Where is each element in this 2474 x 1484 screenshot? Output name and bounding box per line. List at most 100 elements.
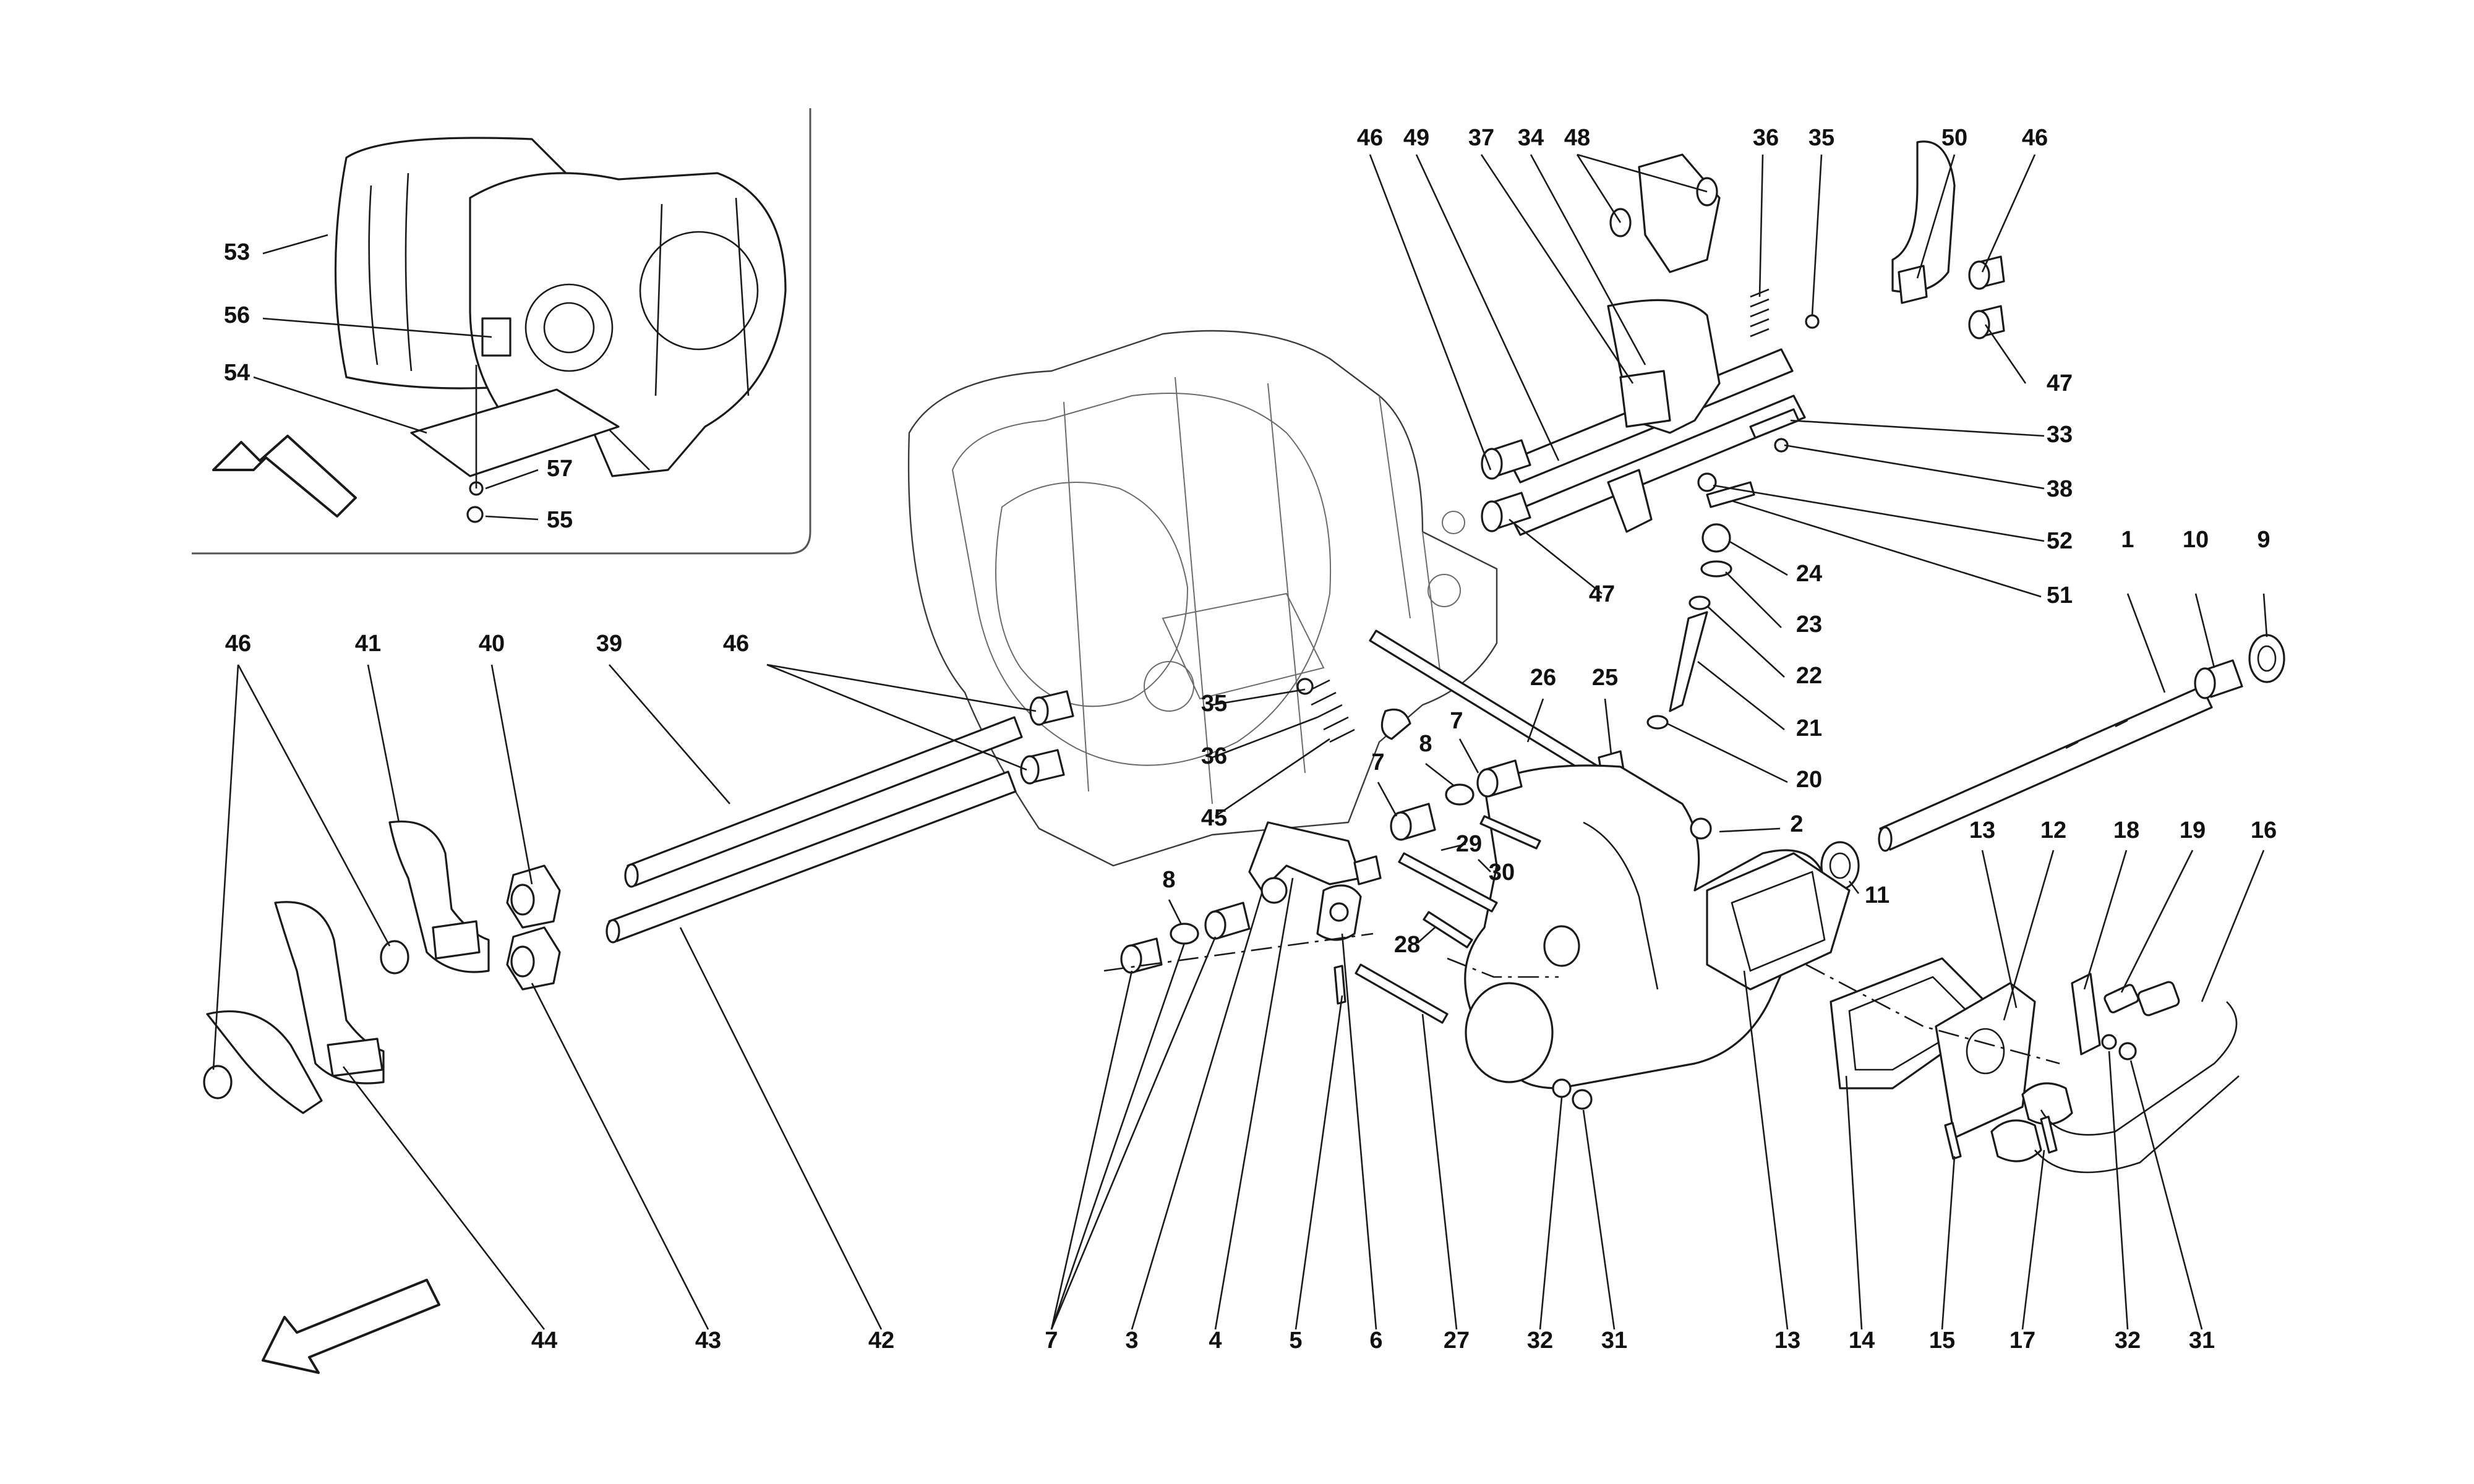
callout-35-top: 35 — [1808, 125, 1834, 151]
fork-44-lower-arm — [206, 1010, 323, 1114]
leader-45 — [1215, 738, 1330, 817]
leader-33 — [1790, 419, 2045, 437]
callout-31-center: 31 — [1601, 1328, 1627, 1354]
connector-19 — [2104, 984, 2139, 1013]
callout-55: 55 — [547, 507, 573, 533]
center-mechanism — [1050, 629, 1860, 1330]
bushing-7-lever — [1353, 855, 1382, 885]
leader-53 — [262, 234, 328, 255]
leader-7c-3 — [1050, 936, 1217, 1330]
leader-40 — [490, 664, 533, 885]
callout-51: 51 — [2047, 582, 2073, 608]
nut-24 — [1701, 523, 1731, 553]
callout-47-left: 47 — [1589, 581, 1615, 607]
leader-41 — [367, 664, 400, 823]
screw-15 — [1944, 1122, 1962, 1160]
leader-31a — [1582, 1109, 1616, 1330]
callout-52: 52 — [2047, 528, 2073, 554]
shaft-51-rod — [1508, 394, 1806, 536]
detent-stack — [1646, 523, 1788, 783]
bushing-46-fork44 — [203, 1065, 233, 1099]
callout-56: 56 — [224, 302, 250, 328]
housing-boss — [1442, 511, 1465, 534]
leader-29 — [1440, 843, 1466, 851]
leader-10 — [2194, 593, 2215, 668]
inset-direction-arrow — [212, 435, 357, 518]
cover-sensor-assembly — [1706, 850, 2265, 1330]
cover-13-inner — [1731, 871, 1826, 972]
callout-1: 1 — [2121, 527, 2134, 553]
callout-16: 16 — [2251, 817, 2277, 843]
leader-46b-2 — [766, 663, 1027, 771]
leader-46d — [1981, 154, 2036, 273]
callout-36-top: 36 — [1753, 125, 1779, 151]
inset-output-flange-hub — [543, 302, 595, 354]
spring-36-center — [1304, 679, 1355, 743]
callout-13-bottom: 13 — [1774, 1328, 1800, 1354]
leader-54 — [253, 376, 427, 434]
seal-9-inner — [2257, 645, 2277, 672]
leader-56 — [262, 317, 492, 338]
leader-7c-2 — [1050, 942, 1186, 1330]
washer-32-right — [2101, 1034, 2117, 1050]
shaft-1-grooves — [2065, 719, 2128, 749]
callout-20: 20 — [1796, 767, 1822, 793]
callout-36-center: 36 — [1201, 743, 1227, 769]
leader-14 — [1845, 1075, 1863, 1330]
ball-35-center — [1296, 678, 1314, 695]
housing-side-ribs — [1379, 395, 1442, 681]
inset-side-cover — [639, 231, 759, 351]
callout-labels: 53 56 54 57 55 46 49 37 34 48 36 35 50 4… — [224, 125, 2277, 1354]
plate-12-hole — [1966, 1028, 2005, 1075]
sensor-17-upper — [2021, 1082, 2073, 1125]
callout-44: 44 — [531, 1328, 557, 1354]
leader-43 — [531, 983, 709, 1330]
leader-18 — [2083, 850, 2128, 990]
bushing-46-lower-face — [1020, 755, 1040, 785]
callout-18: 18 — [2113, 817, 2139, 843]
leader-30 — [1478, 859, 1491, 872]
housing-inner-rim — [951, 393, 1332, 766]
housing-2-boss — [1465, 982, 1554, 1083]
inset-case-details — [606, 197, 750, 471]
callout-57: 57 — [547, 456, 573, 482]
bushing-7-mid-face — [1390, 811, 1412, 841]
housing-2-bolt — [1690, 817, 1712, 840]
callout-17: 17 — [2010, 1328, 2035, 1354]
callout-9: 9 — [2257, 527, 2270, 553]
bushing-47-right-face — [1968, 310, 1990, 339]
nut-31-right — [2118, 1042, 2137, 1060]
leader-13b — [1743, 970, 1789, 1330]
leader-32b — [2108, 1051, 2129, 1330]
plunger-21 — [1669, 611, 1708, 712]
callout-46-left-2: 46 — [723, 631, 749, 657]
leader-36b — [1212, 716, 1318, 759]
leader-36a — [1758, 154, 1764, 297]
bolt-5 — [1333, 965, 1346, 1005]
callout-37: 37 — [1468, 125, 1494, 151]
leader-13a — [1981, 850, 2018, 1009]
callout-35-center: 35 — [1201, 691, 1227, 717]
sensor-17-lower — [1990, 1119, 2042, 1162]
callout-14: 14 — [1849, 1328, 1875, 1354]
selector-dog-37 — [1619, 370, 1671, 428]
shaft-42-end — [606, 919, 620, 944]
leader-47b — [1984, 324, 2027, 384]
callout-13-top: 13 — [1969, 817, 1995, 843]
callout-39: 39 — [596, 631, 622, 657]
inset-cover-plate — [410, 388, 620, 477]
stud-30 — [1479, 815, 1541, 850]
callout-11: 11 — [1865, 882, 1890, 908]
leader-46c — [1369, 154, 1492, 471]
callout-2: 2 — [1790, 811, 1803, 837]
washer-8-top — [1445, 783, 1475, 806]
callout-38: 38 — [2047, 476, 2073, 502]
washer-22 — [1689, 595, 1711, 610]
bushing-46-top-left-face — [1481, 448, 1503, 480]
callout-32-right: 32 — [2115, 1328, 2141, 1354]
selector-fork-44 — [274, 901, 385, 1085]
callout-25: 25 — [1592, 665, 1618, 691]
leader-57 — [485, 469, 539, 490]
leader-8b — [1168, 899, 1183, 925]
callout-21: 21 — [1796, 715, 1822, 741]
